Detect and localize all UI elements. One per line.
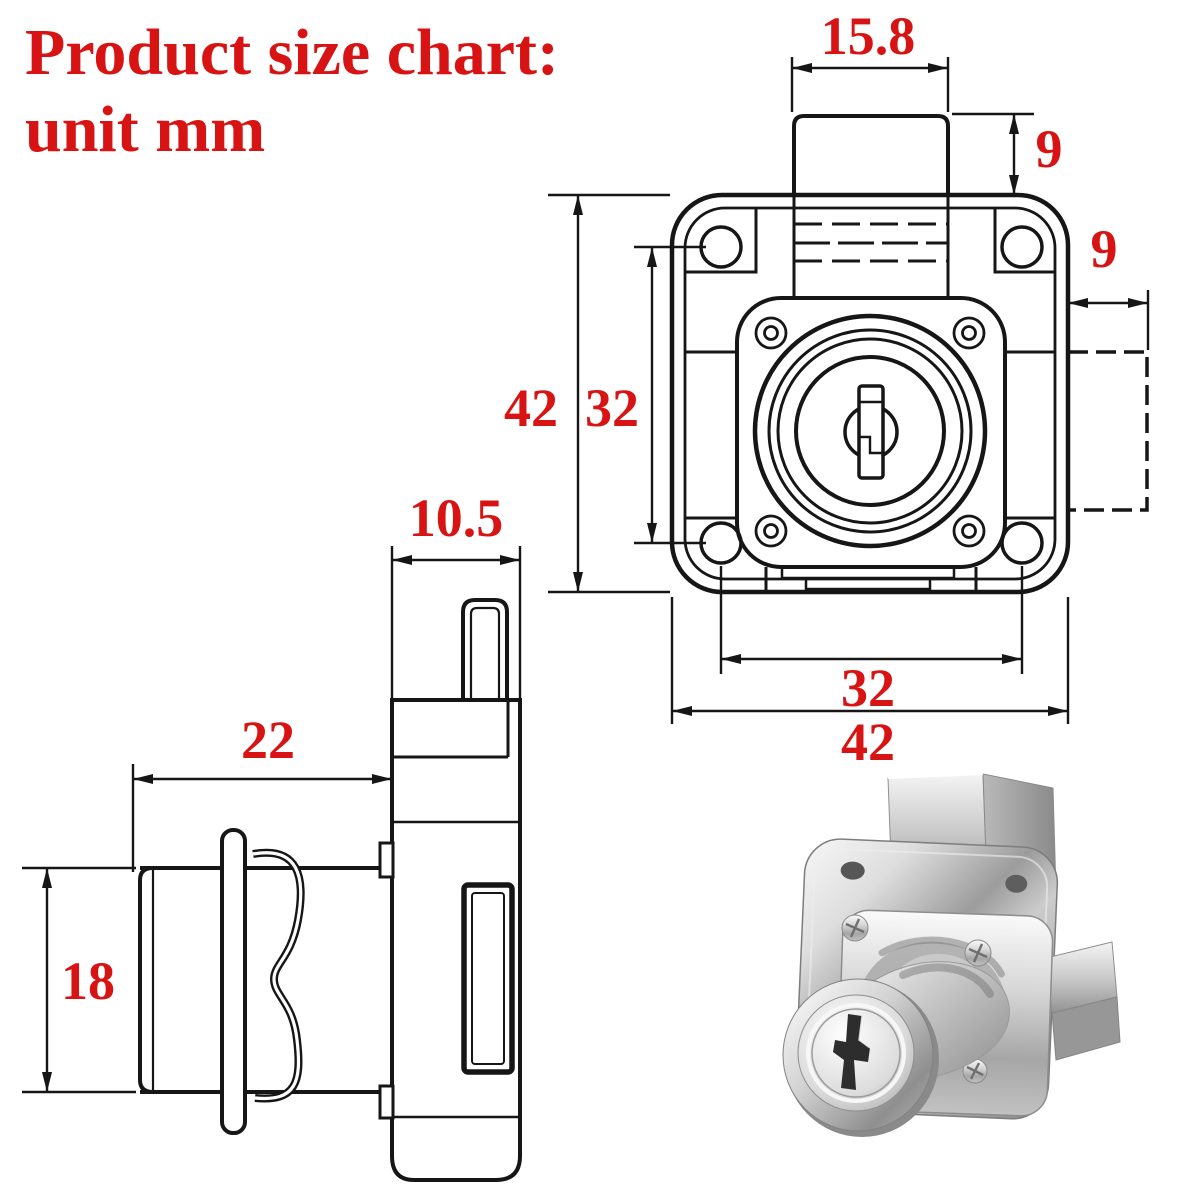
dim-hole-spacing-vertical-label: 32 xyxy=(585,378,639,438)
photo-cylinder-face xyxy=(782,978,939,1137)
dim-top-bolt-width: 15.8 xyxy=(790,6,950,112)
dim-body-height-label: 42 xyxy=(504,378,558,438)
faceplate-screws xyxy=(754,316,986,548)
dim-body-width-label: 42 xyxy=(841,712,895,772)
spring-clip xyxy=(252,848,305,1103)
dim-cylinder-diameter-label: 18 xyxy=(61,951,115,1011)
page-title: Product size chart: unit mm xyxy=(25,16,559,166)
dim-top-bolt-protrusion-label: 9 xyxy=(1036,119,1063,179)
dim-cylinder-diameter: 18 xyxy=(22,866,136,1094)
dim-body-depth: 10.5 xyxy=(390,488,522,700)
dim-top-bolt-width-label: 15.8 xyxy=(821,6,916,66)
photo-screws xyxy=(841,914,992,1084)
side-bolt-outline xyxy=(1066,350,1149,512)
dim-hole-spacing-vertical: 32 xyxy=(585,245,706,545)
dim-side-bolt-protrusion: 9 xyxy=(1068,219,1150,350)
photo-plate-hole xyxy=(840,861,865,880)
dim-body-depth-label: 10.5 xyxy=(409,488,504,548)
side-view-drawing: 10.5 22 18 xyxy=(22,488,522,1182)
keyhole xyxy=(843,384,899,480)
product-photo xyxy=(782,773,1121,1137)
photo-plate-hole xyxy=(1005,874,1028,893)
dim-body-width: 42 xyxy=(670,597,1070,772)
photo-side-bolt xyxy=(1045,941,1121,1061)
cylinder-rings xyxy=(752,313,988,549)
dim-cylinder-length: 22 xyxy=(131,710,392,872)
front-view-outline xyxy=(669,114,1149,595)
dim-top-bolt-protrusion: 9 xyxy=(952,112,1063,195)
dim-body-height: 42 xyxy=(504,193,670,594)
dim-side-bolt-protrusion-label: 9 xyxy=(1091,219,1118,279)
dim-cylinder-length-label: 22 xyxy=(241,710,295,770)
page-title-line1: Product size chart: xyxy=(25,16,559,89)
side-view-outline xyxy=(138,598,522,1182)
front-view-drawing: 15.8 9 9 42 xyxy=(504,6,1150,772)
photo-keyway xyxy=(833,1014,870,1090)
page-title-line2: unit mm xyxy=(25,93,265,166)
dim-hole-spacing-horizontal-label: 32 xyxy=(841,658,895,718)
flange-edge xyxy=(220,828,247,1135)
mounting-holes xyxy=(699,225,1044,565)
